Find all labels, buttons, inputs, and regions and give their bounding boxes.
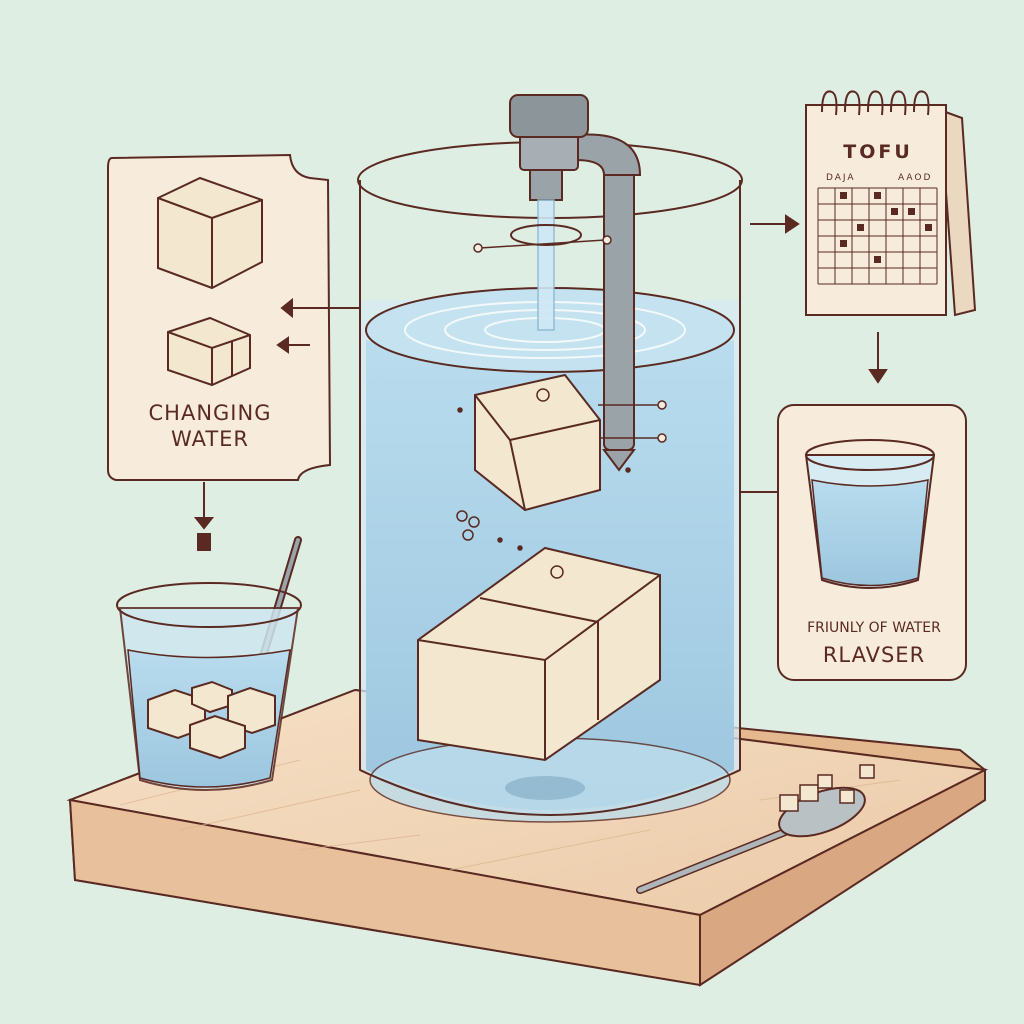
calendar-mark <box>857 224 864 231</box>
cut-tofu-icon <box>167 316 251 387</box>
arrows-right <box>740 214 888 493</box>
calendar-mark <box>874 192 881 199</box>
calendar-title: TOFU <box>843 141 913 163</box>
calendar-mark <box>840 192 847 199</box>
calendar-rings <box>821 90 930 116</box>
tofu-cube-small <box>474 373 601 512</box>
arrows-left <box>193 297 360 551</box>
card-label-line2: WATER <box>171 427 249 451</box>
calendar-mark <box>925 224 932 231</box>
tofu-block-icon <box>157 176 263 290</box>
cup-icon <box>804 439 936 589</box>
glass-with-tofu <box>116 536 302 791</box>
faucet <box>473 94 667 472</box>
calendar-mark <box>908 208 915 215</box>
calendar-mark <box>874 256 881 263</box>
calendar-sub-left: DAJA <box>826 173 856 183</box>
water-cup-card: FRIUNLY OF WATER RLAVSER <box>777 404 967 681</box>
tofu-block-large <box>417 546 661 762</box>
calendar-mark <box>891 208 898 215</box>
tofu-calendar: TOFU DAJA AAOD <box>805 90 977 317</box>
calendar-grid <box>817 187 938 285</box>
changing-water-card: CHANGING WATER <box>107 153 332 481</box>
wooden-board <box>66 688 989 987</box>
calendar-sub-right: AAOD <box>898 173 932 183</box>
right-card-label-line2: RLAVSER <box>823 643 925 667</box>
spoon-with-tofu <box>636 764 875 894</box>
bubbles <box>456 407 631 551</box>
card-label-line1: CHANGING <box>149 401 272 425</box>
right-card-label-line1: FRIUNLY OF WATER <box>807 620 941 636</box>
calendar-mark <box>840 240 847 247</box>
